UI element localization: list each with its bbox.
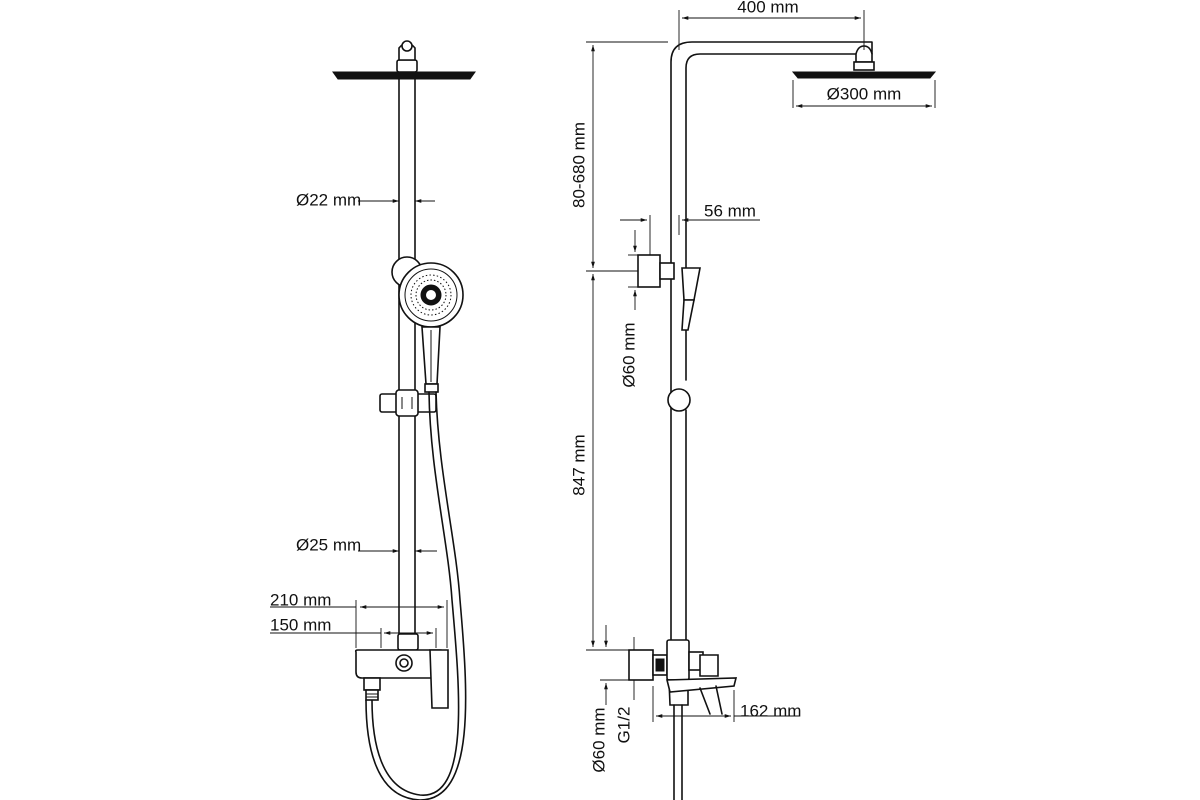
dim-rod-length: 847 mm [569, 274, 629, 651]
dim-rod-bottom-label: Ø25 mm [296, 535, 361, 554]
dim-arm-length: 400 mm [678, 0, 865, 50]
dim-holder-diameter: Ø60 mm [619, 230, 638, 388]
thermostatic-mixer [354, 633, 449, 709]
dim-rod-bottom: Ø25 mm [296, 535, 437, 554]
dim-thread: G1/2 [614, 637, 635, 744]
front-view: Ø22 mm Ø25 mm 210 mm 150 mm [270, 40, 476, 800]
dim-flange-diameter-label: Ø60 mm [589, 707, 608, 772]
dim-holder-offset-label: 56 mm [704, 201, 756, 220]
dim-mixer-centers: 150 mm [270, 615, 437, 648]
shower-hose [365, 391, 467, 800]
side-slider [667, 388, 691, 412]
slider [379, 389, 437, 417]
hand-shower-handle [421, 326, 441, 393]
dim-holder-offset: 56 mm [620, 201, 760, 255]
dim-head-diameter-label: Ø300 mm [827, 84, 902, 103]
dim-mixer-centers-label: 150 mm [270, 615, 331, 634]
dim-mixer-width: 210 mm [270, 590, 448, 648]
dim-spout-length-label: 162 mm [740, 701, 801, 720]
dim-arm-length-label: 400 mm [737, 0, 798, 16]
dim-height-adjust-label: 80-680 mm [569, 122, 588, 208]
side-hose [673, 704, 683, 800]
dim-rod-length-label: 847 mm [569, 434, 588, 495]
front-shower-rod [398, 78, 416, 643]
overhead-shower-head [332, 40, 476, 80]
side-hand-shower [681, 267, 701, 331]
dim-head-diameter: Ø300 mm [792, 80, 936, 108]
side-mixer [628, 639, 738, 715]
hand-shower-head [398, 262, 464, 328]
dim-height-adjust: 80-680 mm [569, 41, 668, 272]
dim-flange-diameter: Ø60 mm [589, 625, 629, 773]
dim-holder-diameter-label: Ø60 mm [619, 322, 638, 387]
dim-rod-top: Ø22 mm [296, 190, 435, 209]
side-wall-holder [637, 254, 675, 288]
dim-thread-label: G1/2 [614, 707, 633, 744]
dim-mixer-width-label: 210 mm [270, 590, 331, 609]
dim-rod-top-label: Ø22 mm [296, 190, 361, 209]
side-rod-and-arm [670, 41, 873, 651]
dim-spout-length: 162 mm [652, 686, 801, 722]
side-view: 400 mm Ø300 mm 80-680 mm 56 mm [569, 0, 937, 800]
side-overhead-head [791, 45, 937, 79]
